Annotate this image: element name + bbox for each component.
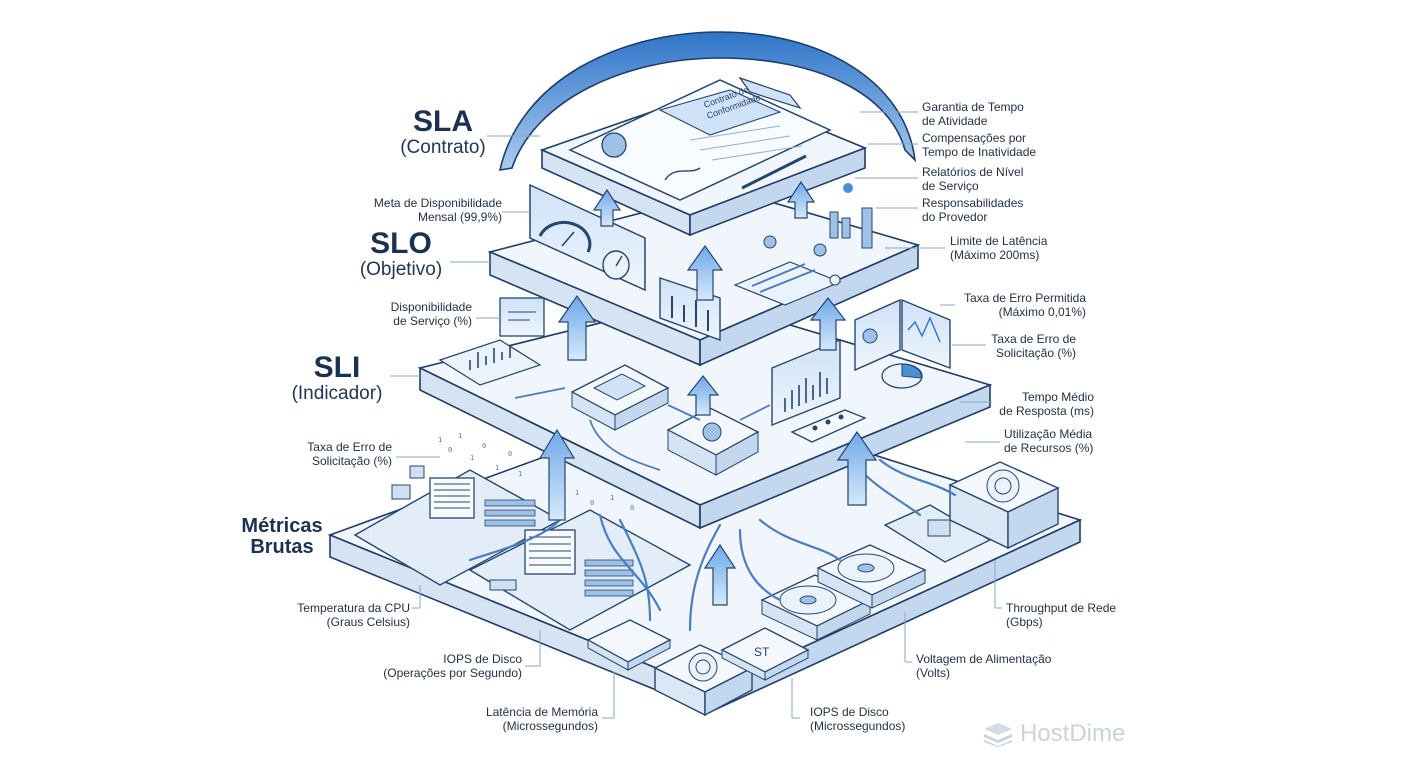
sli-network-switch xyxy=(570,364,670,431)
brand-name: HostDime xyxy=(1020,720,1126,747)
sla-subtitle: (Contrato) xyxy=(400,136,486,158)
svg-text:1: 1 xyxy=(470,454,474,462)
svg-text:1: 1 xyxy=(458,432,462,440)
server-stack-icon xyxy=(984,723,1012,747)
callout-latencia-memoria: Latência de Memória(Microssegundos) xyxy=(485,705,598,733)
svg-text:0: 0 xyxy=(630,504,634,512)
callout-limite-latencia: Limite de Latência(Máximo 200ms) xyxy=(950,234,1048,262)
leader-lines xyxy=(390,111,1002,719)
sli-monitor-right xyxy=(854,298,951,372)
raw-metrics-platform xyxy=(327,399,1083,714)
callout-iops-segundo: IOPS de Disco(Operações por Segundo) xyxy=(383,652,522,680)
sla-title: SLA (Contrato) xyxy=(388,106,498,157)
svg-text:1: 1 xyxy=(438,436,442,444)
motherboard-left xyxy=(353,465,562,586)
svg-text:0: 0 xyxy=(508,450,512,458)
callout-voltagem: Voltagem de Alimentação(Volts) xyxy=(916,652,1052,680)
sli-title: SLI (Indicador) xyxy=(282,352,392,403)
sli-subtitle: (Indicador) xyxy=(291,382,383,404)
slo-title-text: SLO xyxy=(370,227,432,260)
sli-device xyxy=(790,409,867,443)
raw-metrics-title: Métricas Brutas xyxy=(236,516,328,558)
hard-drive-2 xyxy=(816,544,927,609)
slo-latency-chart xyxy=(733,235,842,306)
raw-up-arrow xyxy=(703,543,737,606)
sli-up-arrows xyxy=(538,375,878,521)
sla-dome xyxy=(498,31,917,171)
brand-watermark: HostDime xyxy=(982,720,1125,748)
svg-text:0: 0 xyxy=(590,499,594,507)
callout-temperatura-cpu: Temperatura da CPU(Graus Celsius) xyxy=(297,601,410,629)
slo-subtitle: (Objetivo) xyxy=(359,258,443,280)
contract-document xyxy=(568,76,832,201)
svg-text:0: 0 xyxy=(448,446,452,454)
raw-title-line1: Métricas xyxy=(241,515,323,537)
raw-title-line2: Brutas xyxy=(250,536,314,558)
svg-text:1: 1 xyxy=(610,494,614,502)
svg-text:1: 1 xyxy=(518,470,522,478)
sli-monitor-left xyxy=(499,297,545,337)
callout-iops-microssegundos: IOPS de Disco(Microssegundos) xyxy=(810,705,906,733)
storage-chip: ST xyxy=(720,627,810,681)
svg-text:1: 1 xyxy=(495,464,499,472)
sli-chart-left xyxy=(438,339,542,386)
sli-pie-chart xyxy=(881,363,923,389)
sli-title-text: SLI xyxy=(313,351,361,384)
sla-up-arrows xyxy=(592,180,816,227)
slo-bar-icons xyxy=(829,183,873,249)
slo-up-arrows xyxy=(557,244,847,361)
callout-taxa-permitida: Taxa de Erro Permitida(Máximo 0,01%) xyxy=(963,291,1086,319)
memory-chip xyxy=(586,619,672,671)
sli-flow-lines xyxy=(514,387,771,471)
binary-stream: 101 101 011 010 xyxy=(438,432,634,512)
power-supply-right xyxy=(948,461,1060,550)
svg-text:0: 0 xyxy=(482,442,486,450)
sli-monitor-center xyxy=(771,338,841,427)
power-supply-front xyxy=(653,644,754,717)
sli-processor-box xyxy=(666,407,760,476)
svg-text:1: 1 xyxy=(575,489,579,497)
slo-title: SLO (Objetivo) xyxy=(346,228,456,279)
chip-label: ST xyxy=(754,645,770,659)
callout-throughput: Throughput de Rede(Gbps) xyxy=(1006,601,1117,629)
sla-title-text: SLA xyxy=(413,105,473,138)
